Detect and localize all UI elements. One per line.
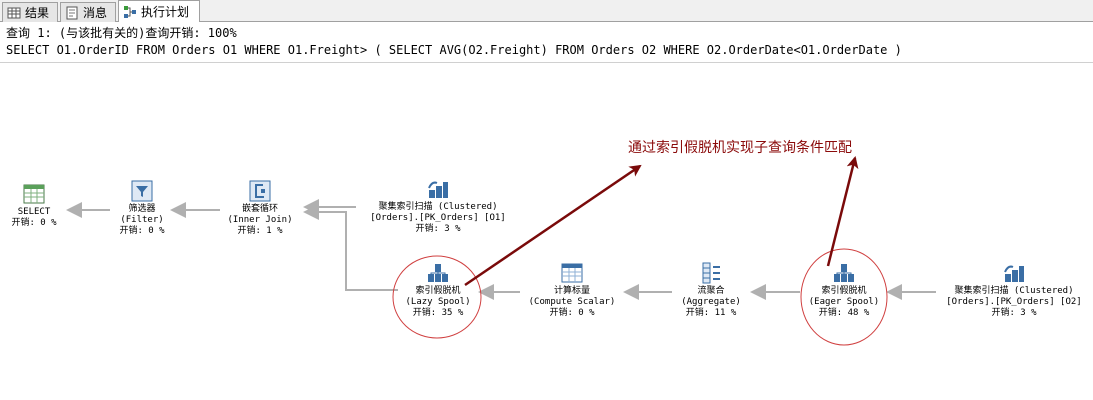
plan-node-eager-spool[interactable]: 索引假脱机 (Eager Spool) 开销: 48 % [804,262,884,319]
grid-icon [7,7,21,18]
plan-node-lazy-spool[interactable]: 索引假脱机 (Lazy Spool) 开销: 35 % [400,262,476,319]
plan-node-cost: 开销: 0 % [11,218,57,228]
annotation-arrow-right [826,156,859,267]
compute-scalar-icon [561,263,583,283]
plan-node-label: 聚集索引扫描 (Clustered) [954,286,1074,296]
plan-node-sub: (Lazy Spool) [405,297,471,307]
highlight-circle-lazy-spool [392,255,482,339]
plan-node-label: 聚集索引扫描 (Clustered) [378,202,498,212]
clustered-index-scan-icon [1004,265,1024,282]
plan-node-sub: [Orders].[PK_Orders] [O1] [370,213,506,223]
plan-node-clustered-index-scan-o1[interactable]: 聚集索引扫描 (Clustered) [Orders].[PK_Orders] … [358,178,518,235]
plan-node-cost: 开销: 3 % [415,224,461,234]
highlight-circle-eager-spool [800,248,888,346]
select-icon [23,184,45,204]
plan-node-cost: 开销: 11 % [685,308,737,318]
plan-node-compute-scalar[interactable]: 计算标量 (Compute Scalar) 开销: 0 % [522,262,622,319]
plan-node-sub: [Orders].[PK_Orders] [O2] [946,297,1082,307]
plan-node-label: 索引假脱机 [415,286,461,296]
header-divider [0,62,1093,63]
plan-node-label: 计算标量 [553,286,590,296]
plan-node-cost: 开销: 3 % [991,308,1037,318]
tab-results[interactable]: 结果 [2,2,58,22]
tab-messages[interactable]: 消息 [60,2,116,22]
plan-node-filter[interactable]: 筛选器 (Filter) 开销: 0 % [112,180,172,237]
tab-execution-plan-label: 执行计划 [141,5,190,19]
plan-node-stream-aggregate[interactable]: 流聚合 (Aggregate) 开销: 11 % [674,262,748,319]
tab-execution-plan[interactable]: 执行计划 [118,0,200,22]
tab-messages-label: 消息 [83,6,108,20]
plan-node-label: 索引假脱机 [821,286,867,296]
query-sql-text: SELECT O1.OrderID FROM Orders O1 WHERE O… [6,43,902,57]
plan-node-cost: 开销: 0 % [549,308,595,318]
execution-plan-icon [124,5,136,18]
query-cost-header: 查询 1: (与该批有关的)查询开销: 100% [6,26,237,40]
plan-node-sub: (Eager Spool) [808,297,880,307]
message-icon [66,6,78,19]
plan-node-nested-loops[interactable]: 嵌套循环 (Inner Join) 开销: 1 % [222,180,298,237]
tab-results-label: 结果 [25,6,50,20]
index-spool-icon [428,264,448,282]
plan-node-cost: 开销: 48 % [818,308,870,318]
plan-node-label: 筛选器 [128,204,156,214]
plan-node-sub: (Inner Join) [227,215,293,225]
plan-node-clustered-index-scan-o2[interactable]: 聚集索引扫描 (Clustered) [Orders].[PK_Orders] … [938,262,1090,319]
clustered-index-scan-icon [428,181,448,198]
plan-node-select[interactable]: SELECT 开销: 0 % [6,183,62,229]
plan-node-sub: (Aggregate) [681,297,741,307]
stream-aggregate-icon [702,262,720,284]
annotation-arrow-left [464,164,642,287]
plan-node-cost: 开销: 1 % [237,226,283,236]
result-tab-strip: 结果 消息 执行计划 [0,0,1093,22]
nested-loops-icon [249,180,271,202]
plan-node-cost: 开销: 35 % [412,308,464,318]
plan-node-label: 流聚合 [697,286,725,296]
plan-node-label: SELECT [17,207,51,217]
filter-icon [131,180,153,202]
index-spool-icon [834,264,854,282]
plan-node-sub: (Compute Scalar) [528,297,616,307]
plan-node-label: 嵌套循环 [241,204,278,214]
annotation-text: 通过索引假脱机实现子查询条件匹配 [628,140,852,156]
plan-node-cost: 开销: 0 % [119,226,165,236]
plan-node-sub: (Filter) [120,215,164,225]
